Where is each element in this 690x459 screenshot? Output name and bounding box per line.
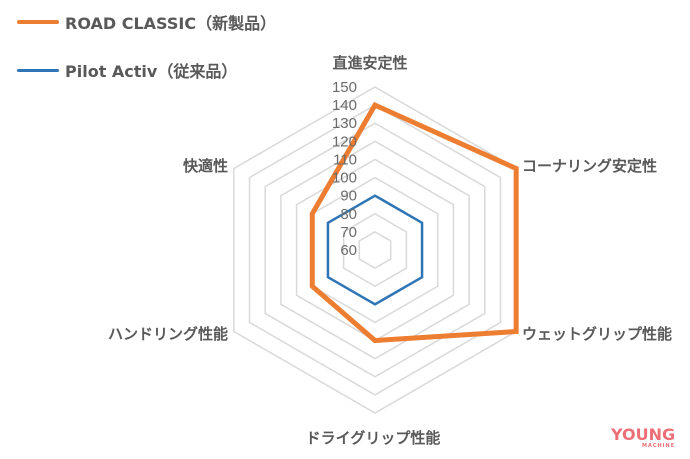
- tick-label: 140: [332, 97, 357, 114]
- logo-text: YOUNG: [611, 425, 676, 444]
- tick-label: 80: [340, 206, 357, 223]
- category-label: 快適性: [183, 157, 228, 175]
- tick-label: 130: [332, 115, 357, 132]
- category-label: 直進安定性: [332, 54, 407, 72]
- legend-item-road-classic: ROAD CLASSIC（新製品）: [17, 10, 276, 34]
- grid-ring: [264, 122, 486, 378]
- series-line-1: [326, 194, 424, 306]
- tick-label: 70: [340, 224, 357, 241]
- legend-swatch: [17, 20, 59, 24]
- tick-label: 60: [340, 242, 357, 259]
- grid-ring: [233, 86, 517, 414]
- tick-label: 90: [340, 188, 357, 205]
- category-label: ハンドリング性能: [108, 325, 228, 343]
- legend-label: Pilot Activ（従来品）: [65, 62, 238, 81]
- grid-ring: [248, 104, 502, 396]
- tick-label: 110: [333, 151, 357, 168]
- legend-label: ROAD CLASSIC（新製品）: [65, 14, 277, 33]
- grid-ring: [358, 231, 392, 269]
- category-label: ウェットグリップ性能: [522, 325, 672, 343]
- legend-item-pilot-activ: Pilot Activ（従来品）: [17, 58, 237, 82]
- legend-swatch: [17, 68, 59, 72]
- tick-label: 120: [332, 133, 357, 150]
- grid-ring: [280, 140, 470, 360]
- category-label: コーナリング安定性: [522, 157, 657, 175]
- category-label: ドライグリップ性能: [306, 429, 441, 447]
- tick-label: 100: [332, 170, 357, 187]
- grid-ring: [295, 158, 455, 342]
- logo-subtext: MACHINE: [641, 443, 676, 449]
- tick-label: 150: [332, 79, 357, 96]
- series-line-0: [309, 101, 519, 344]
- grid-ring: [342, 212, 408, 288]
